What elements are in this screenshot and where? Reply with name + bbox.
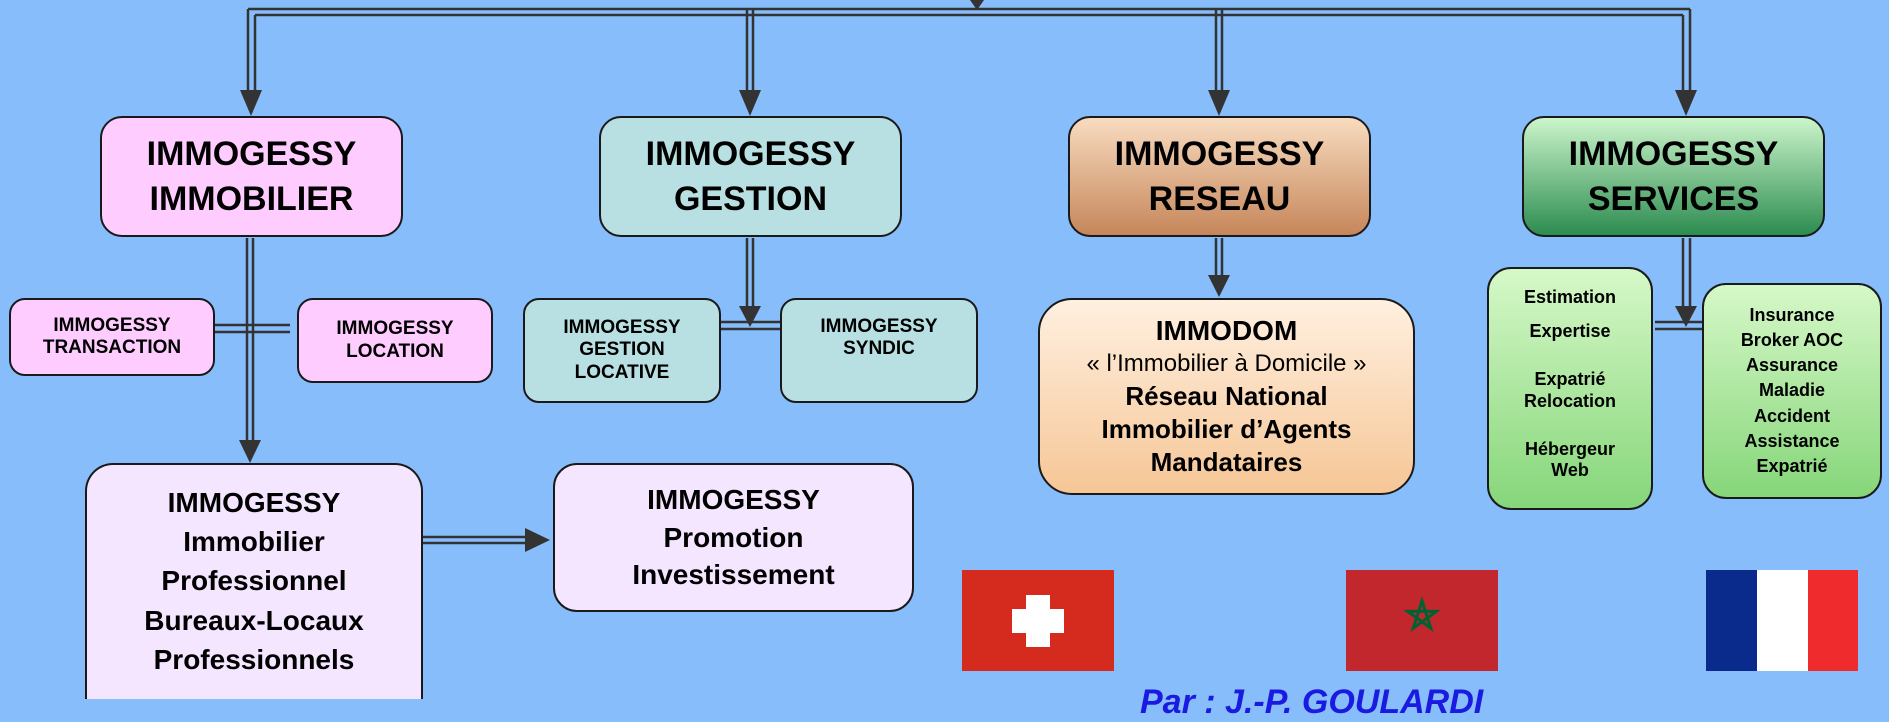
box-line: Promotion	[663, 521, 804, 553]
box-immogessy-reseau: IMMOGESSY RESEAU	[1068, 116, 1371, 237]
box-line: GESTION	[673, 179, 828, 218]
box-line: TRANSACTION	[42, 337, 182, 358]
service-item: Expertise	[1529, 321, 1611, 342]
connector-lines	[214, 0, 1718, 552]
swiss-flag-icon	[962, 570, 1114, 671]
box-line: IMMOGESSY	[647, 483, 820, 515]
box-line: SERVICES	[1587, 179, 1760, 218]
box-line: Réseau National	[1125, 380, 1328, 411]
service-item: Hébergeur	[1524, 438, 1616, 459]
box-line: IMMOBILIER	[149, 179, 354, 218]
box-line: GESTION	[579, 339, 665, 361]
box-line: Mandataires	[1150, 447, 1303, 478]
box-line: Accident	[1753, 405, 1831, 426]
box-immodom: IMMODOM « l’Immobilier à Domicile » Rése…	[1038, 298, 1415, 495]
box-line: IMMOGESSY	[53, 314, 171, 336]
box-immogessy-location: IMMOGESSY LOCATION	[297, 298, 493, 383]
box-line: LOCATION	[346, 340, 444, 362]
box-immogessy-gestion-locative: IMMOGESSY GESTION LOCATIVE	[523, 298, 721, 403]
service-item: Relocation	[1523, 390, 1616, 411]
box-line: Professionnels	[153, 643, 355, 675]
box-line: Expatrié	[1756, 455, 1828, 476]
service-item: Estimation	[1523, 287, 1616, 307]
box-line: IMMOGESSY	[1114, 135, 1325, 174]
box-line: IMMOGESSY	[645, 135, 856, 174]
immodom-tagline: « l’Immobilier à Domicile »	[1086, 350, 1367, 378]
box-immogessy-syndic: IMMOGESSY SYNDIC	[780, 298, 978, 403]
box-immogessy-professionnel: IMMOGESSY Immobilier Professionnel Burea…	[85, 463, 423, 699]
box-line: Immobilier	[183, 526, 325, 558]
box-immogessy-services: IMMOGESSY SERVICES	[1522, 116, 1825, 237]
box-immogessy-transaction: IMMOGESSY TRANSACTION	[9, 298, 215, 376]
box-line: IMMOGESSY	[1568, 135, 1779, 174]
box-line: IMMOGESSY	[167, 487, 341, 518]
box-services-list: Estimation Expertise Expatrié Relocation…	[1487, 267, 1653, 510]
box-line: Maladie	[1758, 380, 1826, 401]
french-flag-icon	[1706, 570, 1858, 671]
box-immogessy-immobilier: IMMOGESSY IMMOBILIER	[100, 116, 403, 237]
box-line: IMMOGESSY	[146, 135, 357, 174]
box-line: IMMOGESSY	[336, 318, 454, 340]
box-immogessy-gestion: IMMOGESSY GESTION	[599, 116, 902, 237]
box-line: LOCATIVE	[574, 361, 670, 383]
box-line: Professionnel	[161, 565, 347, 597]
box-line: Investissement	[632, 559, 835, 591]
immodom-title: IMMODOM	[1155, 315, 1298, 347]
box-line: Bureaux-Locaux	[144, 604, 364, 636]
box-line: IMMOGESSY	[820, 316, 938, 337]
box-line: Insurance	[1749, 304, 1835, 325]
box-line: Assurance	[1745, 355, 1839, 376]
box-immogessy-promotion: IMMOGESSY Promotion Investissement	[553, 463, 914, 612]
service-item: Expatrié	[1534, 369, 1606, 390]
moroccan-flag-icon	[1346, 570, 1498, 671]
author-signature: Par : J.-P. GOULARDI	[1140, 683, 1484, 721]
service-item: Web	[1551, 460, 1589, 481]
box-line: IMMOGESSY	[563, 316, 681, 338]
box-line: Immobilier d’Agents	[1101, 414, 1352, 445]
box-insurance: Insurance Broker AOC Assurance Maladie A…	[1702, 283, 1882, 499]
box-line: RESEAU	[1148, 179, 1291, 218]
box-line: Assistance	[1744, 430, 1840, 451]
box-line: Broker AOC	[1740, 330, 1844, 351]
box-line: SYNDIC	[843, 338, 915, 360]
